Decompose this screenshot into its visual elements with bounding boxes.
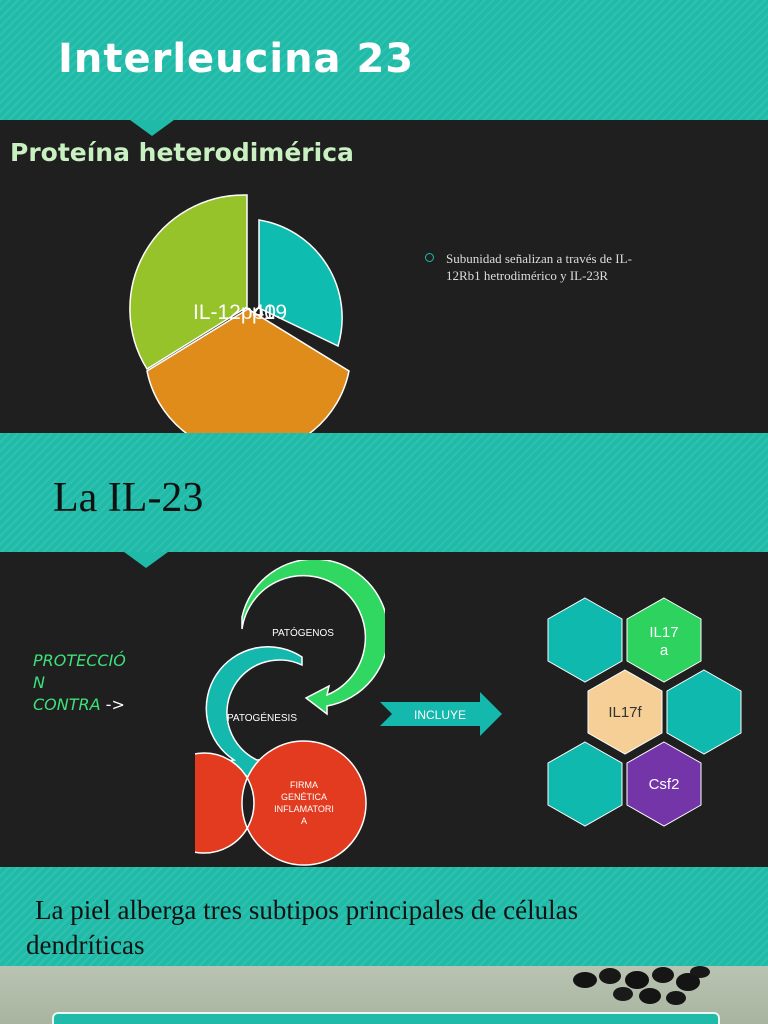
hex-label-il17f: IL17f [608,704,642,721]
slide3-title-line-1: La piel alberga tres subtipos principale… [35,895,579,925]
slide1-header-band [0,0,768,120]
slide1-subtitle: Proteína heterodimérica [10,138,354,167]
cycle-label-firma-1: FIRMA [290,780,318,790]
slide2-header-band [0,433,768,552]
slide3-image [0,966,768,1024]
incluye-label: INCLUYE [414,708,466,722]
pie-slice-green [129,194,248,371]
contra-word: CONTRA [33,695,101,714]
cell-4 [652,967,674,983]
pie-slice-teal [258,219,343,348]
cell-6 [613,987,633,1001]
slide3-header-band [0,867,768,966]
cycle-label-firma-2: GENÉTICA [281,792,327,802]
micrograph-cells [573,966,710,1005]
slide1-notch [130,120,174,136]
cell-3 [625,971,649,989]
bullet-circle-icon [425,253,434,262]
proteccion-line-3: CONTRA -> [33,694,126,716]
hex-teal-1 [547,597,623,683]
incluye-arrow: INCLUYE [380,692,502,736]
incluye-arrow-shape [380,692,502,736]
cycle-label-firma-3: INFLAMATORI [274,804,334,814]
hex-label-il17a-2: a [660,642,669,659]
cycle-diagram: PATÓGENOS PATOGÉNESIS FIRMA GENÉTICA INF… [195,560,385,866]
cycle-label-firma-4: A [301,816,307,826]
pie-slice-orange [146,308,350,435]
hex-grid: IL17 a IL17f Csf2 [547,597,742,827]
slide1-body [0,120,768,433]
cycle-label-patogenos: PATÓGENOS [272,626,334,639]
cell-7 [639,988,661,1004]
slide3-title: La piel alberga tres subtipos principale… [0,893,760,963]
slide3-title-line-2: dendríticas [26,930,145,960]
hex-il17a [626,597,702,683]
cell-2 [599,968,621,984]
hex-label-csf2: Csf2 [649,776,680,793]
proteccion-line-1: PROTECCIÓ [33,651,126,670]
cycle-label-patogenesis: PATOGÉNESIS [227,711,297,724]
pie-label-il12p40: IL-12p40 [193,301,276,324]
pie-chart: IL-12p40 p19 [129,194,350,435]
hex-label-il17a-1: IL17 [649,624,678,641]
contra-arrow: -> [100,695,125,714]
cell-9 [690,966,710,978]
cycle-arrow-green [241,560,385,716]
hex-teal-3 [547,741,623,827]
slide3-card [52,1012,720,1024]
hex-teal-2 [666,669,742,755]
cell-5 [676,973,700,991]
slide1-bullet-text: Subunidad señalizan a través de IL-12Rb1… [446,251,632,283]
slide2-notch [124,552,168,568]
cycle-ring-red [195,740,367,866]
proteccion-text: PROTECCIÓ N CONTRA -> [33,650,126,716]
slide1-title: Interleucina 23 [58,36,415,82]
pie-label-p19: p19 [252,301,287,324]
hex-csf2 [626,741,702,827]
cell-8 [666,991,686,1005]
cell-1 [573,972,597,988]
proteccion-line-2: N [33,673,45,692]
hex-il17f [587,669,663,755]
slide2-title: La IL-23 [53,475,204,521]
